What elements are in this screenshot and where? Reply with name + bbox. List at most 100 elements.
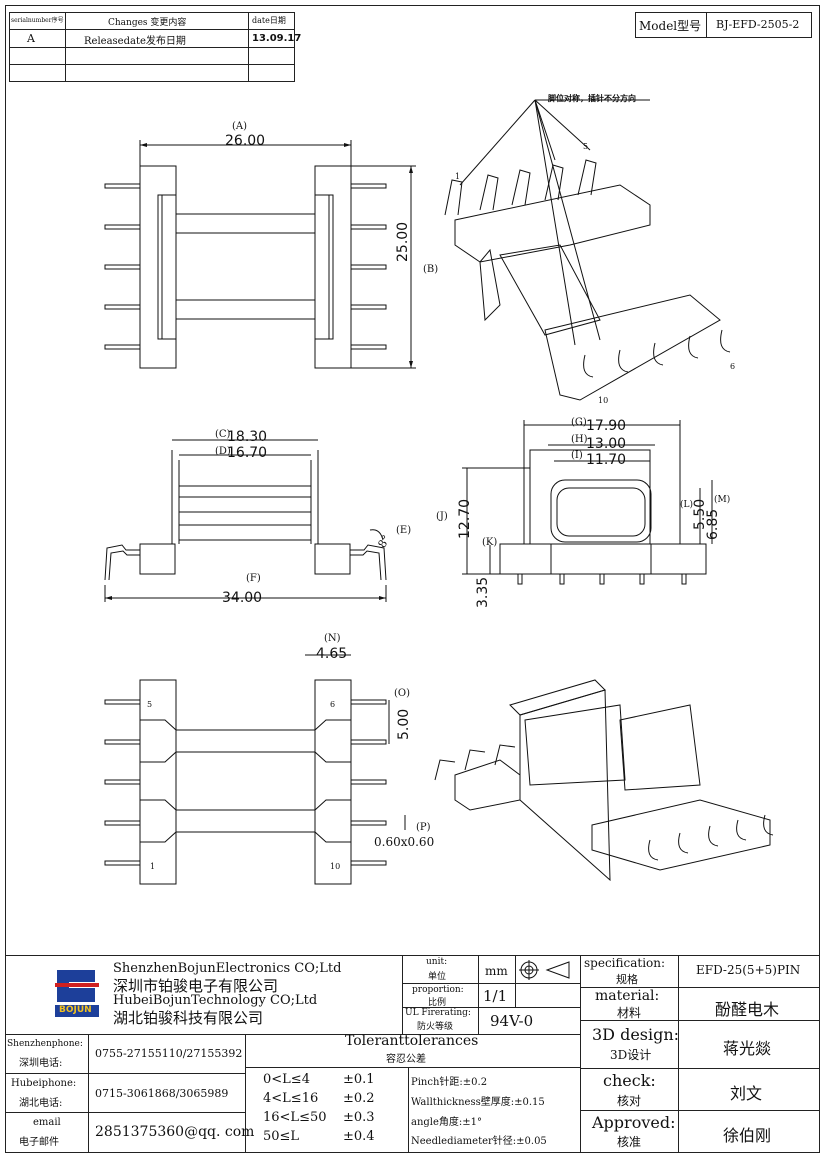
tol-range-3: 16<L≤50 <box>263 1110 327 1125</box>
material-label: material: <box>595 988 660 1004</box>
dim-n-value: 4.65 <box>316 646 348 662</box>
tol-value-4: ±0.4 <box>343 1129 375 1144</box>
contact-email-value: 2851375360@qq. com <box>95 1124 255 1140</box>
col-changes-header: Changes 变更内容 <box>108 18 187 28</box>
tol-range-2: 4<L≤16 <box>263 1091 319 1106</box>
contact-email-label: email <box>33 1117 61 1128</box>
contact-hb-label-cn: 湖北电话: <box>19 1098 63 1109</box>
ul-label: UL Firerating: <box>405 1008 471 1018</box>
check-value: 刘文 <box>730 1084 763 1103</box>
projection-symbol-icon <box>519 960 570 980</box>
dim-p-value: 0.60x0.60 <box>374 835 435 849</box>
ul-label-cn: 防火等级 <box>417 1022 454 1032</box>
proportion-value: 1/1 <box>483 987 508 1005</box>
dim-d-value: 16.70 <box>227 445 268 461</box>
design-value: 蒋光燚 <box>723 1039 772 1058</box>
dim-o-label: (O) <box>394 688 411 699</box>
dim-a-value: 26.00 <box>225 133 266 149</box>
dim-c-label: (C) <box>215 429 231 440</box>
design-label: 3D design: <box>592 1025 680 1044</box>
proportion-label-cn: 比例 <box>428 998 447 1008</box>
company-line2: 深圳市铂骏电子有限公司 <box>113 977 279 995</box>
dim-g-label: (G) <box>571 417 587 428</box>
tol-value-2: ±0.2 <box>343 1091 375 1106</box>
iso-view-bottom <box>434 679 774 882</box>
dim-o-value: 5.00 <box>396 708 412 740</box>
approved-value: 徐伯刚 <box>723 1126 772 1145</box>
contact-sz-label: Shenzhenphone: <box>7 1039 83 1049</box>
dim-l-label: (L) <box>680 500 693 510</box>
pin-note: 脚位对称，插针不分方向 <box>548 94 636 103</box>
dim-i-value: 11.70 <box>586 452 627 468</box>
tol-note-1: Pinch针距:±0.2 <box>411 1077 488 1088</box>
dim-b-label: (B) <box>423 264 439 275</box>
material-label-cn: 材料 <box>617 1006 642 1020</box>
spec-label-cn: 规格 <box>616 973 638 986</box>
dim-i-label: (I) <box>571 450 583 461</box>
spec-label: specification: <box>584 956 666 970</box>
company-line4: 湖北铂骏科技有限公司 <box>113 1009 264 1027</box>
rev-date-cell: 13.09.17 <box>252 33 302 44</box>
company-line1: ShenzhenBojunElectronics CO;Ltd <box>113 961 342 976</box>
contact-email-label-cn: 电子邮件 <box>19 1137 59 1148</box>
dim-k-label: (K) <box>482 537 498 548</box>
drawing-frame <box>5 5 820 1153</box>
top-view <box>104 140 416 369</box>
spec-value: EFD-25(5+5)PIN <box>696 963 801 977</box>
unit-value: mm <box>485 964 508 978</box>
tolerance-title-cn: 容忍公差 <box>386 1054 426 1065</box>
dim-k-value: 3.35 <box>475 576 491 608</box>
dim-f-value: 34.00 <box>222 590 263 606</box>
col-date-header: date日期 <box>252 16 286 25</box>
dim-p-label: (P) <box>416 822 431 833</box>
dim-n-label: (N) <box>324 633 341 644</box>
model-label: Model型号 <box>639 19 702 33</box>
dim-j-value: 12.70 <box>457 498 473 539</box>
ul-value: 94V-0 <box>490 1012 534 1030</box>
dim-m-label: (M) <box>714 495 731 505</box>
dim-h-value: 13.00 <box>586 436 627 452</box>
pin-5-bottom-label: 5 <box>147 700 153 709</box>
tol-range-1: 0<L≤4 <box>263 1072 310 1087</box>
tol-note-4: Needlediameter针径:±0.05 <box>411 1136 547 1147</box>
col-serial-header: serialnumber序号 <box>11 17 64 24</box>
pin-6-bottom-label: 6 <box>330 700 336 709</box>
contact-hb-label: Hubeiphone: <box>11 1078 77 1089</box>
dim-a-label: (A) <box>232 121 248 132</box>
company-line3: HubeiBojunTechnology CO;Ltd <box>113 993 318 1008</box>
dim-e-label: (E) <box>396 525 412 536</box>
tolerance-title: Toleranttolerances <box>345 1033 479 1049</box>
rev-serial-cell: A <box>27 32 35 45</box>
tol-note-3: angle角度:±1° <box>411 1117 483 1128</box>
approved-label: Approved: <box>592 1113 676 1132</box>
pin-1-label: 1 <box>455 172 461 181</box>
company-logo: BOJUN <box>55 968 99 1018</box>
check-label: check: <box>603 1071 656 1090</box>
technical-drawing <box>104 99 774 885</box>
pin-10-bottom-label: 10 <box>330 862 341 871</box>
approved-label-cn: 核准 <box>617 1135 642 1149</box>
unit-label-cn: 单位 <box>428 972 447 982</box>
rev-change-cell: Releasedate发布日期 <box>84 36 186 47</box>
design-label-cn: 3D设计 <box>610 1048 652 1062</box>
dim-h-label: (H) <box>571 434 588 445</box>
dim-b-value: 25.00 <box>395 221 411 262</box>
pin-6-label: 6 <box>730 362 736 371</box>
tol-value-3: ±0.3 <box>343 1110 375 1125</box>
check-label-cn: 核对 <box>617 1094 642 1108</box>
pin-1-bottom-label: 1 <box>150 862 156 871</box>
material-value: 酚醛电木 <box>715 1000 780 1019</box>
tol-value-1: ±0.1 <box>343 1072 375 1087</box>
front-view <box>104 439 387 602</box>
unit-label: unit: <box>426 957 448 967</box>
logo-text: BOJUN <box>59 1005 92 1015</box>
pin-5-label: 5 <box>583 142 589 151</box>
bottom-view <box>104 654 406 885</box>
dim-j-label: (J) <box>436 511 448 522</box>
dim-d-label: (D) <box>215 446 231 457</box>
proportion-label: proportion: <box>412 985 464 995</box>
contact-sz-label-cn: 深圳电话: <box>19 1058 63 1069</box>
contact-sz-value: 0755-27155110/27155392 <box>95 1047 243 1060</box>
tol-range-4: 50≤L <box>263 1129 300 1144</box>
contact-hb-value: 0715-3061868/3065989 <box>95 1087 229 1100</box>
